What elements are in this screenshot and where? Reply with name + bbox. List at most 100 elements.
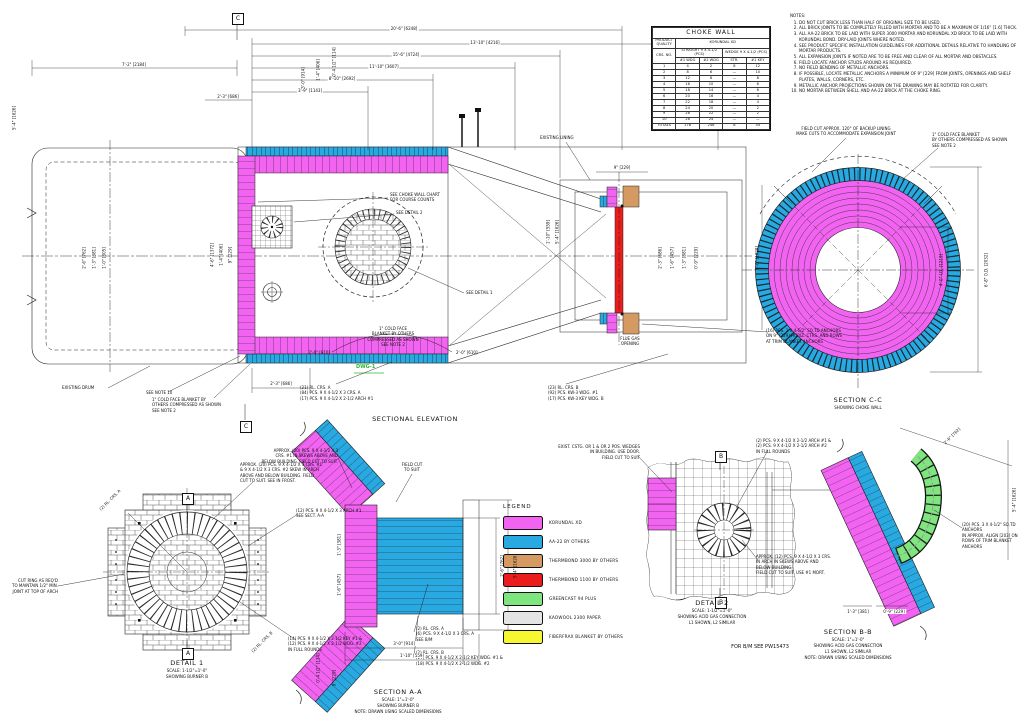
dim: 1'-3" [381]: [846, 609, 870, 615]
dim-rotated: 0'-9" [229]: [693, 247, 699, 269]
dim: 2'-3" [686]: [216, 94, 240, 100]
scale-detail-2: SCALE: 1-1/2"=1'-0": [691, 608, 733, 613]
subtitle-section-aa: SHOWING BURNER B: [377, 703, 419, 708]
legend-swatch-kaowool: [503, 610, 543, 625]
ann-aa-top-left: APPROX. (20) PCS. 9 X 4-1/2 X 3 CRS. #1 …: [261, 448, 338, 464]
legend-swatch-thermbond3000: [503, 553, 543, 568]
legend-row: FIBERFRAX BLANKET BY OTHERS: [503, 627, 653, 646]
dim-rotated: 9" [229]: [227, 246, 233, 264]
legend-row: THERMBOND 3000 BY OTHERS: [503, 551, 653, 570]
dim: 1'-10" [559]: [398, 653, 426, 659]
ann-aa-bottom-1: (2) RL. CRS. A (6) PCS. 9 X 4-1/2 X 3 CR…: [416, 626, 474, 642]
dim: 7'-2" [2184]: [120, 62, 148, 68]
title-detail-2: DETAIL 2: [695, 599, 729, 607]
dim: 8'-10" [2692]: [327, 76, 357, 82]
ann-existing-drum: EXISTING DRUM: [62, 385, 95, 390]
section-c-flag-bottom: C: [240, 421, 252, 433]
top-brick-course: [245, 155, 449, 174]
bottom-backup-course: [245, 353, 449, 364]
legend-swatch-fiberfrax: [503, 629, 543, 644]
subtitle2-section-bb: L1 SHOWN, L2 SIMILAR: [824, 649, 872, 654]
dim: 20'-6" [6248]: [389, 26, 419, 32]
dim-rotated: 3'-0" [914]: [300, 67, 306, 89]
legend-title: LEGEND: [503, 504, 532, 510]
aa-brick-band: [344, 504, 378, 628]
legend-label: KAOWOOL 2300 PAPER: [549, 615, 601, 620]
section-b-flag-top: B: [715, 451, 727, 463]
dim-arc-right: 2'-0" [610]: [456, 350, 478, 355]
ann-d2-bottom: APPROX. (12) PCS. 9 X 4-1/2 X 3 CRS. IN …: [756, 554, 832, 576]
left-brick-wall: [237, 155, 256, 355]
bm-reference: FOR B/M SEE PW15473: [731, 644, 789, 650]
dim-rotated: 5'-4" [1626]: [1011, 487, 1017, 513]
dim: 3'-9" [1143]: [296, 88, 324, 94]
subtitle-section-bb: SHOWING ACID GAS CONNECTION: [813, 643, 883, 648]
notes-heading: NOTES:: [790, 13, 806, 18]
legend: LEGEND KORUNDAL XD AA-22 BY OTHERS THERM…: [503, 504, 653, 646]
title-section-aa: SECTION A-A: [373, 688, 423, 696]
dim-rotated: 1'-6" [457]: [669, 247, 675, 269]
dim-rotated: 2'-3" [686]: [657, 247, 663, 269]
section-a-flag-bottom: A: [182, 648, 194, 660]
dim-rotated: 1'-3" [381]: [91, 247, 97, 269]
ann-elev-note-b: (23) RL. CRS. B (92) PCS. KW-3 WDG. #1 (…: [548, 385, 604, 401]
table-col1-header: CRS. NO.: [651, 47, 677, 65]
legend-swatch-aa22: [503, 534, 543, 549]
detail-2-view: [637, 449, 868, 601]
sectional-elevation-view: [22, 24, 769, 420]
table-quality-label: PRODUCT QUALITY: [651, 37, 677, 49]
table-title: CHOKE WALL: [652, 27, 770, 39]
title-detail-1: DETAIL 1: [170, 659, 204, 667]
dim-rotated: 5'-4" [1626]: [11, 105, 17, 131]
title-sectional-elevation: SECTIONAL ELEVATION: [372, 415, 458, 423]
dim-rotated: 1'-3" [381]: [681, 247, 687, 269]
dim-rotated: 5'-4" [1626]: [512, 553, 518, 579]
dim: 13'-10" [4216]: [469, 40, 501, 46]
dim-rotated: 0'-4 1/2" [114]: [315, 653, 321, 683]
detail-1-view: [57, 481, 299, 656]
dim-rotated: 9" [229]: [331, 669, 337, 687]
legend-row: GREENCAST 94 PLUS: [503, 589, 653, 608]
subtitle-section-cc: SHOWING CHOKE WALL: [834, 405, 882, 410]
dim: 15'-6" [4724]: [391, 52, 421, 58]
dim-arc-left: 2'-0" [610]: [308, 350, 331, 355]
dim: 2'-3" [686]: [269, 381, 293, 387]
legend-label: GREENCAST 94 PLUS: [549, 596, 597, 601]
table-group1-header: STRAIGHT 9 X 4-1/2 (PCS): [675, 47, 724, 59]
ann-blanket-bottom-left: 1" COLD FACE BLANKET BY OTHERS COMPRESSE…: [152, 397, 221, 413]
ann-existing-lining: EXISTING LINING: [540, 135, 574, 140]
outlet-thermbond-top: [622, 185, 640, 208]
dim-rotated: 2'-6" [762]: [499, 555, 505, 577]
ann-outlet-anchors: (16) PCS. 3 X 4-1/2" SQ.TD ANCHORS ON 9"…: [766, 328, 843, 344]
dim: 0'-9" [229]: [882, 609, 906, 615]
table-group2-header: WEDGE 9 X 4-1/2 (PCS): [722, 47, 770, 59]
bb-kaowool-line: [897, 454, 934, 557]
legend-row: KORUNDAL XD: [503, 513, 653, 532]
ann-choke-chart: SEE CHOKE WALL CHART FOR COURSE COUNTS: [390, 192, 440, 203]
legend-label: THERMBOND 3000 BY OTHERS: [549, 558, 619, 563]
subtitle-detail-1: SHOWING BURNER B: [166, 674, 208, 679]
dim-cc-od: 6'-8" O.D. [2032]: [983, 253, 989, 287]
dim-rotated: 0'-4 1/2" [114]: [331, 47, 337, 77]
dim-rotated: 1'-4" [406]: [218, 244, 224, 266]
dim: 11'-10" [3607]: [368, 64, 400, 70]
legend-row: AA-22 BY OTHERS: [503, 532, 653, 551]
choke-wall-table: CHOKE WALL PRODUCT QUALITY KORUNDAL XD C…: [651, 26, 771, 131]
ann-cc-blanket: 1" COLD FACE BLANKET BY OTHERS COMPRESSE…: [932, 132, 1008, 148]
subtitle-detail-2: SHOWING ACID GAS CONNECTION: [677, 614, 747, 619]
ann-d2-top-left: EXIST. CSTG. OR 1 & OR 2 POS. WEDGES IN …: [558, 444, 640, 460]
dim-rotated: 1'-10" [559]: [545, 219, 551, 245]
section-b-flag-bottom: B: [715, 597, 727, 609]
bb-backup-band: [847, 450, 935, 614]
dim-rotated: 1'-6" [457]: [336, 574, 342, 596]
dim: 9" [229]: [612, 165, 632, 171]
ann-blanket-mid: 1" COLD FACE BLANKET BY OTHERS COMPRESSE…: [367, 326, 419, 348]
section-aa-view: [291, 419, 512, 713]
legend-label: THERMBOND 1100 BY OTHERS: [549, 577, 619, 582]
title-section-cc: SECTION C-C: [833, 396, 883, 404]
subtitle2-detail-2: L1 SHOWN, L2 SIMILAR: [688, 620, 736, 625]
top-backup-course: [245, 146, 449, 157]
